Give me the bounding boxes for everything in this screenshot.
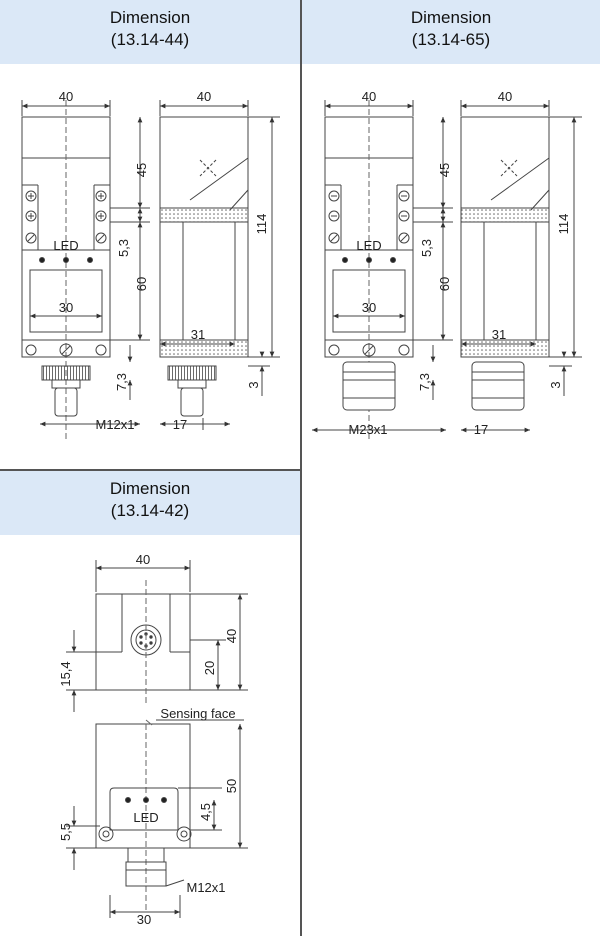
panel-code: (13.14-42) [110, 501, 190, 520]
panel-header-3: Dimension (13.14-42) [0, 471, 300, 535]
p3-h-left2-label: 5,5 [58, 823, 73, 841]
panel-divider-horizontal [0, 469, 300, 471]
p3-h-front-label: 50 [224, 779, 239, 793]
p2-w-front-label: 40 [362, 89, 376, 104]
p2-h-mid-label: 5,3 [419, 239, 434, 257]
p2-side-w-label: 31 [492, 327, 506, 342]
panel-code: (13.14-65) [411, 30, 491, 49]
p3-h-small-label: 4,5 [198, 803, 213, 821]
p2-front-view [312, 100, 453, 440]
p2-inner-w-label: 30 [362, 300, 376, 315]
p3-h-side-label: 40 [224, 629, 239, 643]
p3-thread-label: M12x1 [186, 880, 225, 895]
p2-h-bottom-label: 7,3 [417, 373, 432, 391]
p3-h-mid-label: 20 [202, 661, 217, 675]
p3-w-bottom-label: 30 [137, 912, 151, 927]
terminal-screws [25, 190, 107, 244]
p1-gap-label: 3 [246, 381, 261, 388]
p1-h-low-label: 60 [134, 277, 149, 291]
panel-header-2: Dimension (13.14-65) [302, 0, 600, 64]
p1-h-top-label: 45 [134, 163, 149, 177]
panel-header-1: Dimension (13.14-44) [0, 0, 300, 64]
p1-front-view [21, 100, 150, 440]
p2-h-total-label: 114 [556, 214, 571, 235]
p1-h-mid-label: 5,3 [116, 239, 131, 257]
p1-h-bottom-label: 7,3 [114, 373, 129, 391]
p2-side-view [460, 100, 582, 433]
p3-w-top-label: 40 [136, 552, 150, 567]
p3-top-view [66, 560, 248, 712]
p3-h-left-label: 15,4 [58, 661, 73, 686]
p2-led-label: LED [356, 238, 381, 253]
p1-inner-w-label: 30 [59, 300, 73, 315]
p1-side-w-label: 31 [191, 327, 205, 342]
p2-gap-label: 3 [548, 381, 563, 388]
p2-h-low-label: 60 [437, 277, 452, 291]
panel-divider-vertical [300, 0, 302, 936]
p1-w-front-label: 40 [59, 89, 73, 104]
p2-w-side-label: 40 [498, 89, 512, 104]
p3-front-view [66, 719, 248, 918]
panel-code: (13.14-44) [110, 30, 190, 49]
p1-side-view [159, 100, 280, 430]
p1-led-label: LED [53, 238, 78, 253]
panel-title: Dimension [109, 479, 191, 498]
p1-w-side-label: 40 [197, 89, 211, 104]
p2-h-top-label: 45 [437, 163, 452, 177]
p1-depth-label: 17 [173, 417, 187, 432]
p1-h-total-label: 114 [254, 214, 269, 235]
p3-led-label: LED [133, 810, 158, 825]
p3-sensing-label: Sensing face [160, 706, 235, 721]
panel-title: Dimension [410, 8, 492, 27]
p1-thread-label: M12x1 [95, 417, 134, 432]
p2-thread-label: M23x1 [348, 422, 387, 437]
panel-title: Dimension [109, 8, 191, 27]
p2-depth-label: 17 [474, 422, 488, 437]
